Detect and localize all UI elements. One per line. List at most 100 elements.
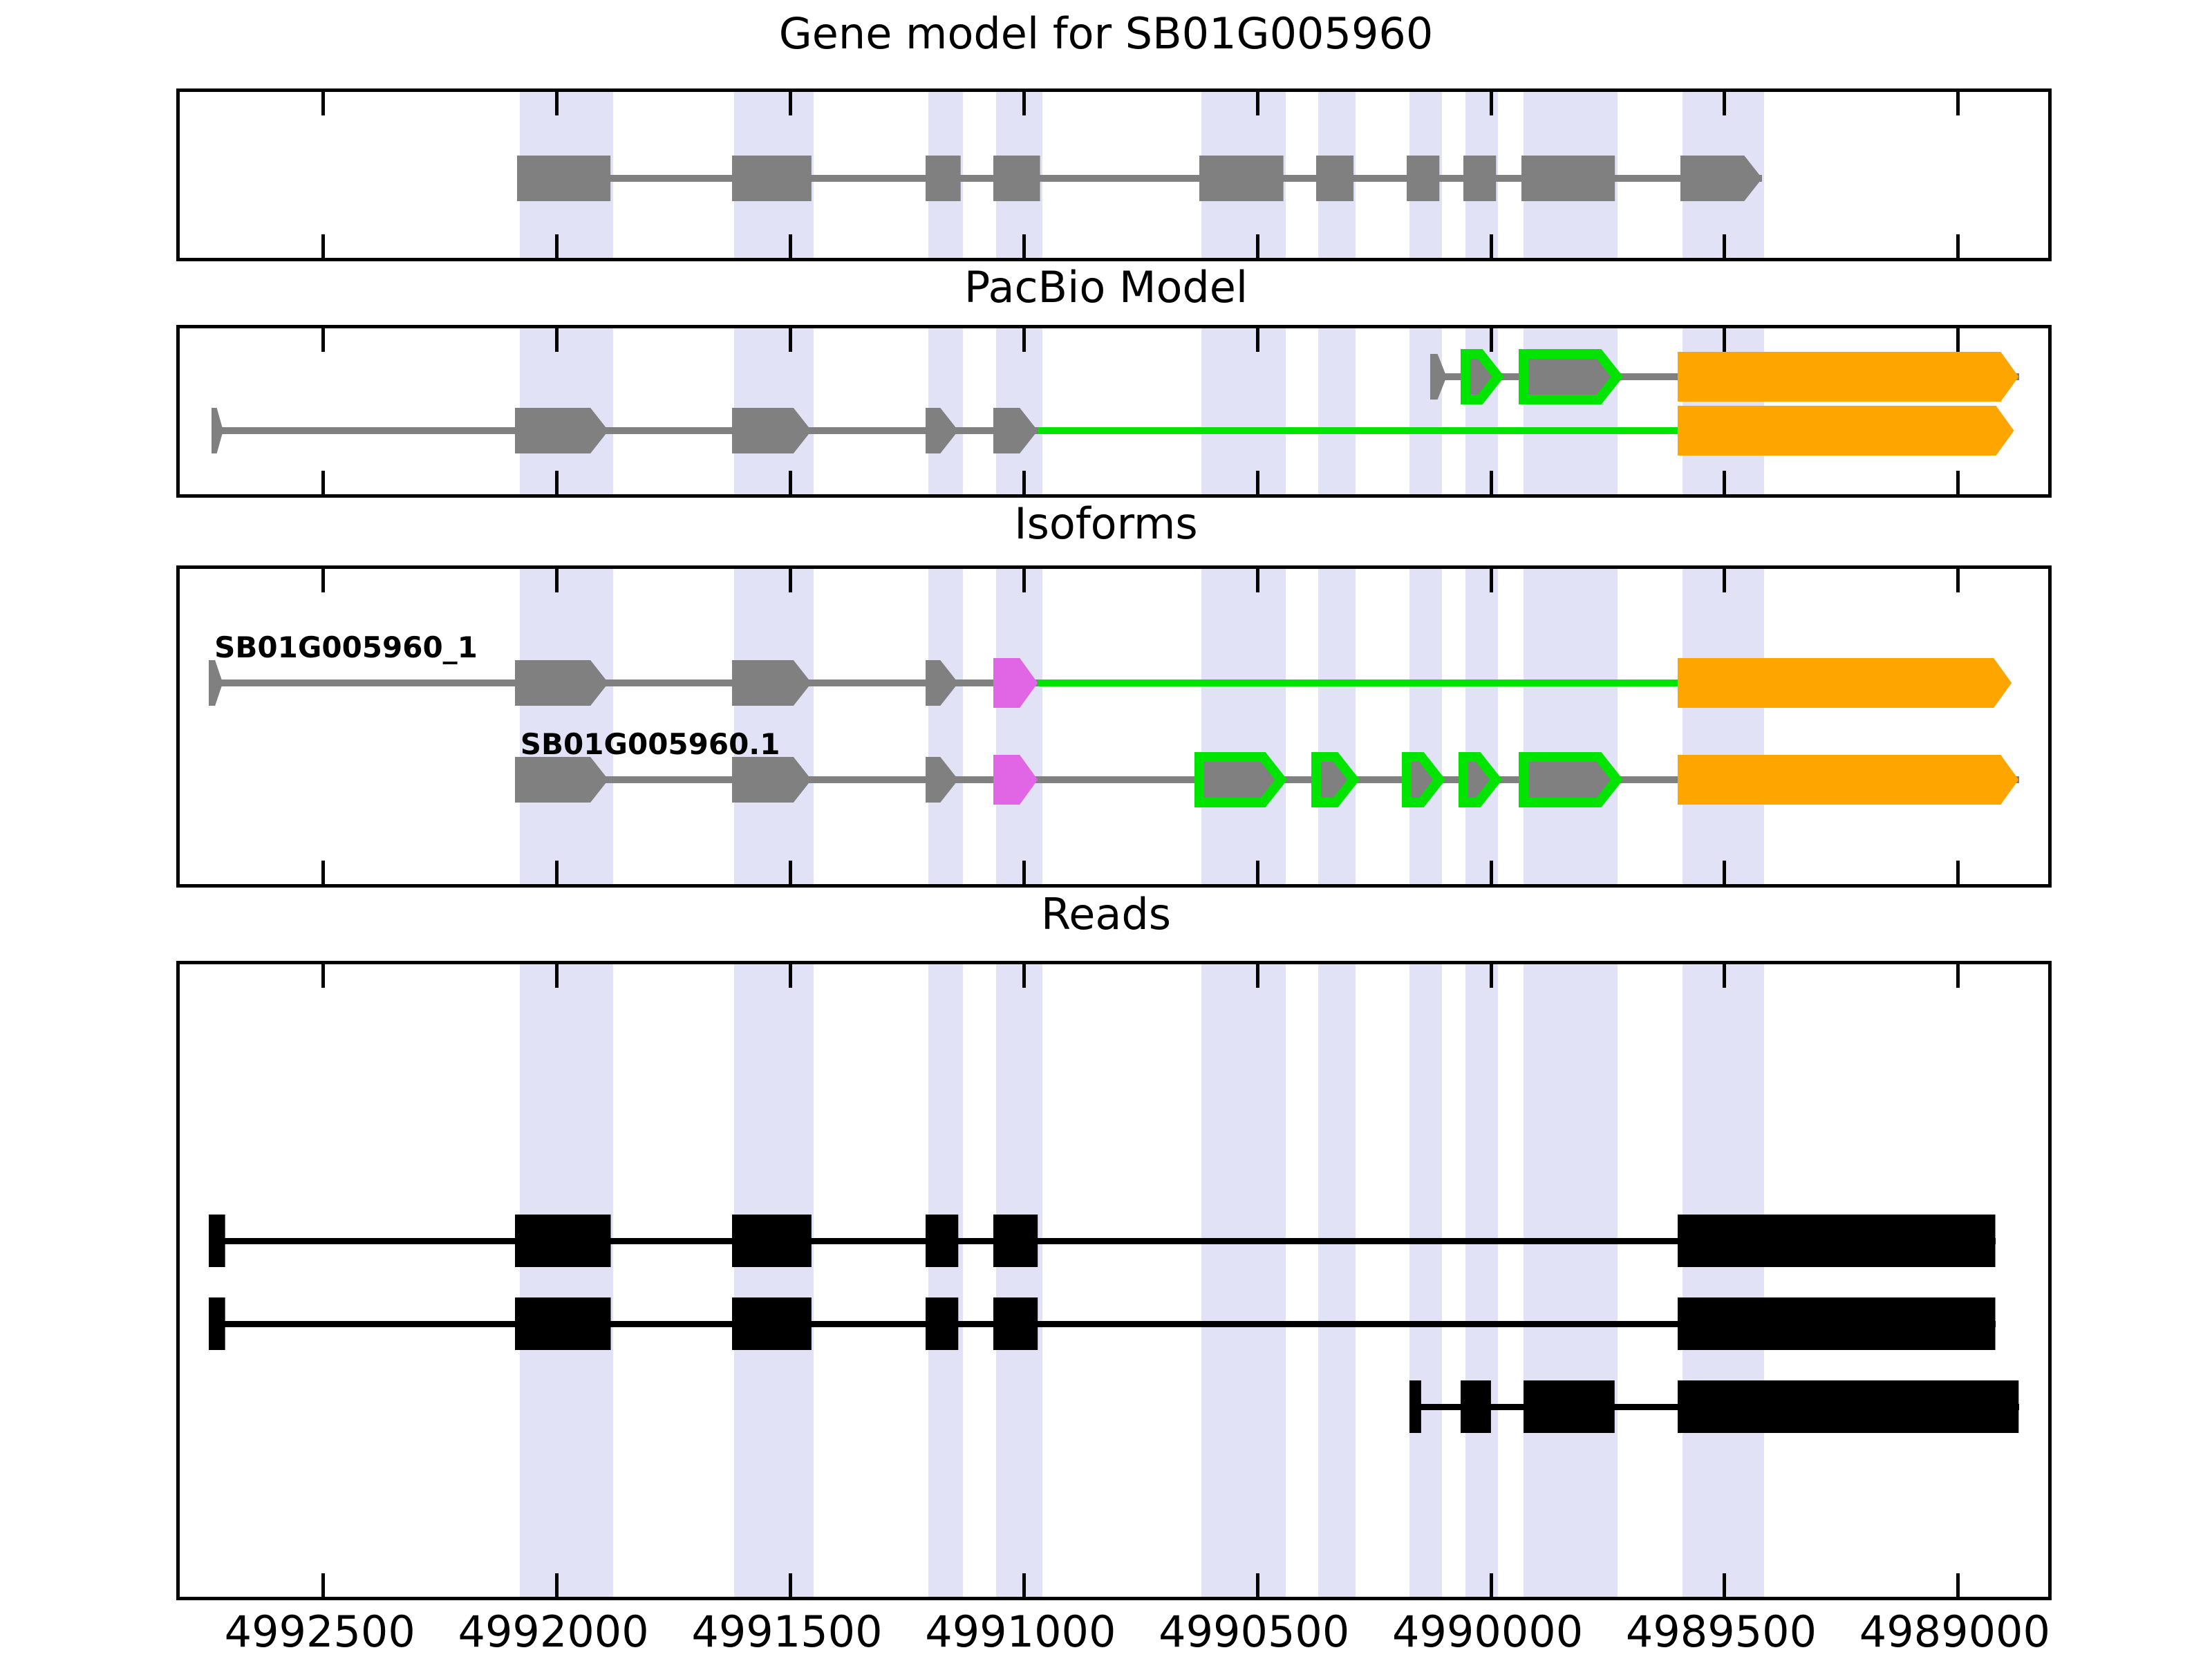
highlight-band-0	[519, 964, 613, 1597]
tick-bottom-4	[1255, 861, 1259, 884]
tick-top-4	[1255, 569, 1259, 592]
gene-model-exon-5	[1315, 156, 1353, 201]
x-tick-label-3: 4991000	[925, 1606, 1116, 1657]
tick-bottom-3	[1022, 234, 1026, 258]
highlight-band-5	[1318, 328, 1356, 494]
highlight-band-3	[995, 964, 1043, 1597]
tick-top-2	[788, 328, 792, 352]
reads-title: Reads	[1040, 889, 1172, 939]
pacbio-model-title: PacBio Model	[964, 262, 1248, 312]
read-line-0	[209, 1238, 1996, 1244]
tick-bottom-7	[1956, 471, 1960, 494]
gene-model-exon-1	[732, 156, 812, 201]
isoform-exon-0-4	[993, 658, 1038, 708]
isoform-intron-0	[209, 679, 1038, 686]
tick-top-4	[1255, 964, 1259, 988]
tick-top-5	[1489, 964, 1493, 988]
highlight-band-3	[995, 569, 1043, 884]
highlight-band-8	[1524, 964, 1618, 1597]
isoform-exon-1-4	[1194, 752, 1287, 807]
read-block-2-1	[1461, 1380, 1492, 1433]
x-tick-label-6: 4989500	[1625, 1606, 1817, 1657]
isoform-exon-0-1	[514, 660, 608, 706]
tick-top-7	[1956, 964, 1960, 988]
tick-top-1	[555, 328, 559, 352]
tick-top-0	[321, 328, 326, 352]
isoform-label-0: SB01G005960_1	[214, 630, 478, 664]
tick-top-7	[1956, 569, 1960, 592]
tick-bottom-2	[788, 861, 792, 884]
isoform-exon-0-2	[732, 660, 812, 706]
tick-top-3	[1022, 328, 1026, 352]
tick-bottom-6	[1723, 1573, 1727, 1597]
isoform-exon-1-6	[1402, 752, 1446, 807]
highlight-band-7	[1465, 964, 1499, 1597]
pacbio-exon-1-0	[211, 408, 223, 453]
tick-top-1	[555, 92, 559, 115]
tick-bottom-3	[1022, 861, 1026, 884]
highlight-band-8	[1524, 569, 1618, 884]
pacbio-exon-0-3	[1678, 352, 2019, 402]
x-tick-label-2: 4991500	[691, 1606, 883, 1657]
tick-bottom-0	[321, 234, 326, 258]
read-block-0-0	[209, 1215, 225, 1267]
gene-model-exon-8	[1521, 156, 1615, 201]
read-block-0-2	[732, 1215, 812, 1267]
highlight-band-9	[1683, 964, 1765, 1597]
tick-top-0	[321, 569, 326, 592]
tick-bottom-2	[788, 1573, 792, 1597]
tick-top-7	[1956, 328, 1960, 352]
pacbio-exon-0-1	[1460, 349, 1505, 404]
isoform-exon-0-3	[926, 660, 959, 706]
gene-model-intron-line	[517, 175, 1763, 182]
pacbio-model-axes	[176, 325, 2052, 498]
gene-model-exon-4	[1199, 156, 1284, 201]
highlight-band-1	[734, 569, 814, 884]
tick-top-6	[1723, 964, 1727, 988]
x-tick-label-4: 4990500	[1159, 1606, 1350, 1657]
x-tick-label-1: 4992000	[458, 1606, 649, 1657]
tick-top-3	[1022, 92, 1026, 115]
highlight-band-4	[1201, 569, 1286, 884]
isoform-exon-1-8	[1519, 752, 1624, 807]
tick-bottom-0	[321, 861, 326, 884]
isoform-exon-1-9	[1678, 755, 2019, 805]
isoform-green-intron-0	[1038, 679, 1678, 686]
read-block-1-2	[732, 1297, 812, 1350]
read-line-1	[209, 1321, 1996, 1327]
pacbio-exon-1-4	[993, 408, 1038, 453]
highlight-band-6	[1409, 964, 1443, 1597]
read-block-2-0	[1409, 1380, 1421, 1433]
tick-bottom-6	[1723, 234, 1727, 258]
pacbio-intron-1	[211, 427, 1038, 434]
read-block-2-2	[1524, 1380, 1615, 1433]
isoform-exon-1-0	[514, 757, 608, 803]
tick-top-5	[1489, 328, 1493, 352]
tick-bottom-5	[1489, 861, 1493, 884]
tick-top-3	[1022, 569, 1026, 592]
gene-model-exon-0	[517, 156, 611, 201]
tick-top-0	[321, 964, 326, 988]
isoform-exon-1-1	[732, 757, 812, 803]
read-block-1-1	[514, 1297, 611, 1350]
tick-top-6	[1723, 92, 1727, 115]
read-block-1-4	[993, 1297, 1038, 1350]
highlight-band-9	[1683, 569, 1765, 884]
isoform-exon-0-0	[209, 660, 223, 706]
highlight-band-2	[928, 569, 964, 884]
pacbio-exon-1-1	[514, 408, 608, 453]
isoform-exon-1-5	[1311, 752, 1360, 807]
tick-top-6	[1723, 328, 1727, 352]
highlight-band-6	[1409, 569, 1443, 884]
tick-bottom-3	[1022, 471, 1026, 494]
tick-top-4	[1255, 328, 1259, 352]
highlight-band-7	[1465, 569, 1499, 884]
isoform-exon-1-2	[926, 757, 959, 803]
tick-top-0	[321, 92, 326, 115]
x-tick-label-5: 4990000	[1392, 1606, 1584, 1657]
tick-bottom-5	[1489, 234, 1493, 258]
gene-model-exon-2	[926, 156, 962, 201]
gene-model-axes	[176, 88, 2052, 261]
